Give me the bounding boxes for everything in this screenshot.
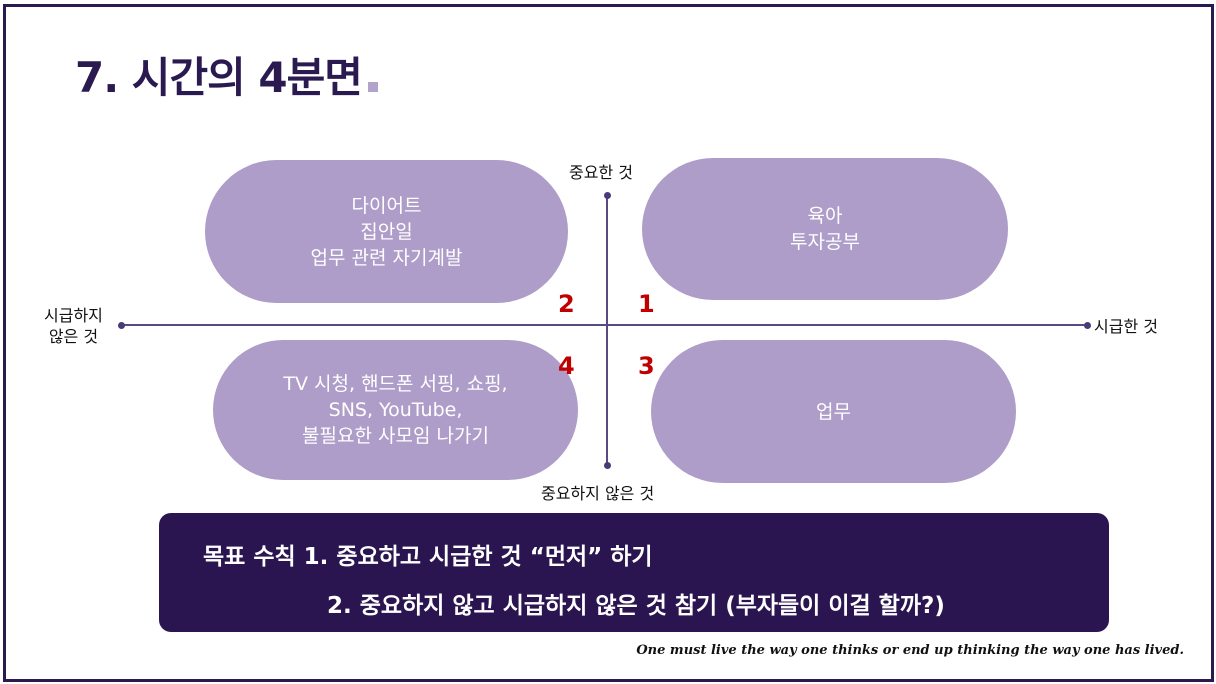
axis-end-dot xyxy=(118,322,125,329)
axis-end-dot xyxy=(1084,322,1091,329)
quadrant-4-pill: TV 시청, 핸드폰 서핑, 쇼핑, SNS, YouTube, 불필요한 사모… xyxy=(213,340,578,480)
axis-label-important: 중요한 것 xyxy=(569,163,633,182)
horizontal-axis xyxy=(121,324,1087,326)
quadrant-text: 투자공부 xyxy=(790,231,860,253)
axis-label-not-important: 중요하지 않은 것 xyxy=(541,484,655,503)
vertical-axis xyxy=(606,195,608,465)
quadrant-2-pill: 다이어트 집안일 업무 관련 자기계발 xyxy=(205,160,568,303)
goal-rules-box: 목표 수칙 1. 중요하고 시급한 것 “먼저” 하기 2. 중요하지 않고 시… xyxy=(159,513,1109,632)
rule-1: 목표 수칙 1. 중요하고 시급한 것 “먼저” 하기 xyxy=(203,544,653,570)
quadrant-text: 업무 관련 자기계발 xyxy=(310,246,463,269)
quadrant-number-3: 3 xyxy=(638,352,655,380)
axis-end-dot xyxy=(604,462,611,469)
quadrant-1-pill: 육아 투자공부 xyxy=(642,158,1008,300)
quadrant-text: 업무 xyxy=(816,400,851,423)
title-text: 7. 시간의 4분면 xyxy=(75,53,363,102)
quadrant-text: 육아 xyxy=(807,205,843,227)
quadrant-number-2: 2 xyxy=(558,290,575,318)
slide-frame xyxy=(3,4,1214,682)
footer-quote: One must live the way one thinks or end … xyxy=(636,643,1184,658)
slide-title: 7. 시간의 4분면 xyxy=(75,44,378,105)
quadrant-number-1: 1 xyxy=(638,290,655,318)
quadrant-text: SNS, YouTube, xyxy=(328,399,463,421)
label-line: 않은 것 xyxy=(48,327,99,346)
quadrant-text: 다이어트 xyxy=(351,194,422,217)
axis-end-dot xyxy=(604,192,611,199)
quadrant-text: 불필요한 사모임 나가기 xyxy=(302,425,489,447)
label-line: 시급하지 xyxy=(44,306,103,325)
quadrant-3-pill: 업무 xyxy=(651,340,1016,483)
rule-2: 2. 중요하지 않고 시급하지 않은 것 참기 (부자들이 이걸 할까?) xyxy=(327,593,945,619)
quadrant-number-4: 4 xyxy=(558,352,575,380)
title-dot xyxy=(367,82,378,92)
quadrant-text: 집안일 xyxy=(360,220,413,243)
quadrant-text: TV 시청, 핸드폰 서핑, 쇼핑, xyxy=(283,373,508,395)
axis-label-urgent: 시급한 것 xyxy=(1094,317,1158,336)
